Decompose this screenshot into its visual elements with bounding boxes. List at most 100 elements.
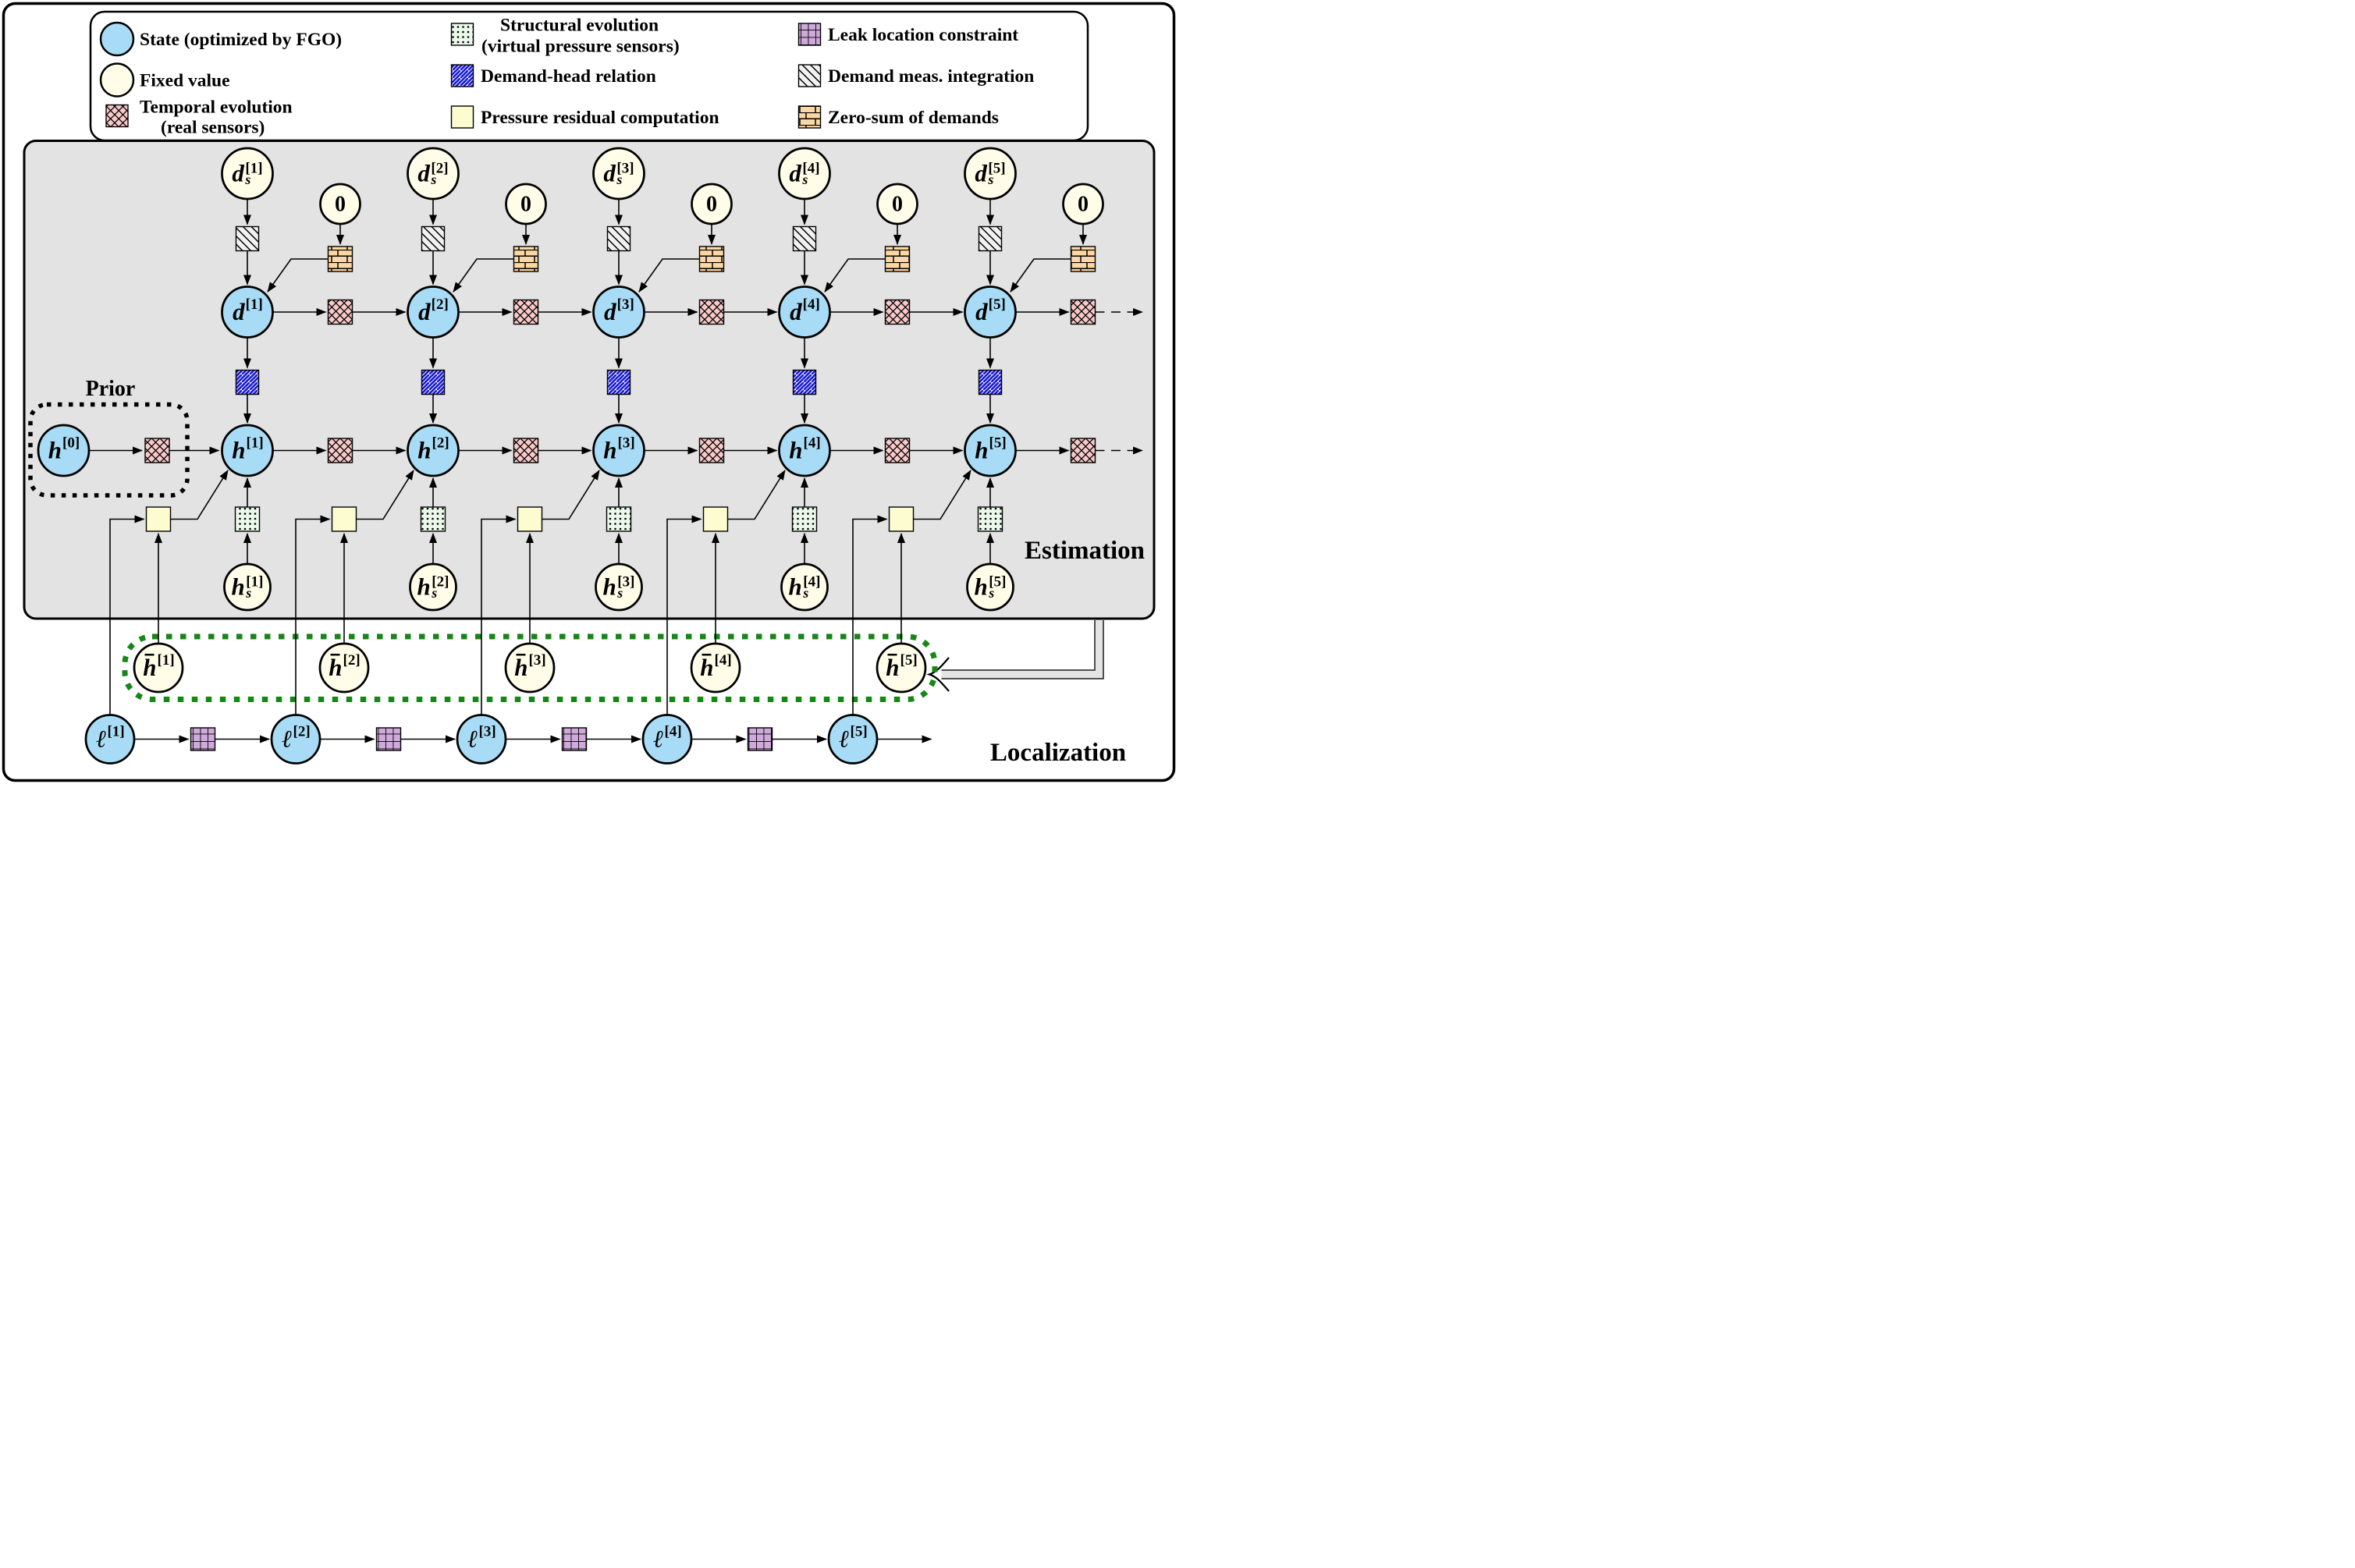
head-state-node bbox=[964, 424, 1017, 477]
temporal-evolution-factor bbox=[698, 299, 725, 325]
nominal-head-box bbox=[122, 633, 938, 702]
leak-state-node bbox=[456, 714, 507, 764]
head-state-node bbox=[221, 424, 274, 477]
head-state-node bbox=[778, 424, 831, 477]
legend: State (optimized by FGO) Fixed value Tem… bbox=[89, 10, 1089, 142]
structural-evolution-factor bbox=[606, 506, 632, 532]
temporal-evolution-factor bbox=[144, 438, 170, 463]
leak-location-factor bbox=[190, 727, 216, 751]
legend-label: (real sensors) bbox=[161, 118, 265, 138]
nominal-head-node bbox=[318, 642, 370, 694]
structural-evolution-factor bbox=[977, 506, 1003, 532]
demand-state-node bbox=[778, 286, 831, 339]
leak-state-node bbox=[641, 714, 693, 764]
leak-location-factor bbox=[375, 727, 402, 751]
open-arrowhead-icon bbox=[926, 657, 950, 692]
legend-label: Temporal evolution bbox=[140, 98, 293, 118]
pressure-residual-factor bbox=[517, 506, 543, 532]
zero-node bbox=[876, 183, 918, 225]
zero-sum-to-demand-edge bbox=[824, 258, 886, 293]
leak-state-node bbox=[270, 714, 321, 764]
demand-state-node bbox=[221, 286, 274, 339]
zero-sum-icon bbox=[797, 105, 822, 129]
leak-to-residual-edge bbox=[295, 515, 331, 715]
demand-meas-integration-factor bbox=[421, 225, 446, 252]
temporal-evolution-factor bbox=[1070, 299, 1096, 325]
prior-label: Prior bbox=[86, 377, 136, 401]
pressure-residual-icon bbox=[450, 105, 474, 129]
zero-sum-factor bbox=[698, 246, 725, 272]
legend-label: Demand-head relation bbox=[481, 66, 656, 87]
legend-label: State (optimized by FGO) bbox=[140, 30, 342, 50]
legend-label: (virtual pressure sensors) bbox=[481, 37, 680, 57]
demand-state-node bbox=[964, 286, 1017, 339]
head-prior-node bbox=[37, 424, 91, 477]
residual-to-head-edge bbox=[356, 470, 414, 520]
demand-sensor-node bbox=[964, 147, 1017, 200]
legend-label: Pressure residual computation bbox=[481, 108, 719, 128]
nominal-head-node bbox=[133, 642, 184, 694]
temporal-evolution-factor bbox=[1070, 438, 1096, 463]
zero-node bbox=[319, 183, 361, 225]
head-sensor-node bbox=[409, 562, 457, 612]
demand-head-relation-factor bbox=[235, 369, 260, 396]
fixed-value-circle-icon bbox=[99, 62, 135, 98]
temporal-evolution-factor bbox=[513, 438, 539, 463]
demand-state-node bbox=[592, 286, 645, 339]
leak-location-factor bbox=[561, 727, 588, 751]
demand-sensor-node bbox=[221, 147, 274, 200]
nominal-head-node bbox=[876, 642, 927, 694]
pressure-residual-factor bbox=[702, 506, 729, 532]
estimation-to-nominal-arrow bbox=[926, 619, 1104, 692]
zero-sum-factor bbox=[327, 246, 353, 272]
leak-state-node bbox=[84, 714, 136, 764]
residual-to-head-edge bbox=[542, 470, 600, 520]
estimation-label: Estimation bbox=[1025, 537, 1145, 565]
temporal-evolution-factor bbox=[884, 438, 911, 463]
zero-sum-factor bbox=[513, 246, 539, 272]
pressure-residual-factor bbox=[331, 506, 357, 532]
demand-sensor-node bbox=[407, 147, 460, 200]
demand-meas-integration-factor bbox=[978, 225, 1003, 252]
head-sensor-node bbox=[223, 562, 272, 612]
leak-to-residual-edge bbox=[109, 515, 145, 715]
demand-sensor-node bbox=[778, 147, 831, 200]
zero-sum-factor bbox=[884, 246, 911, 272]
demand-meas-integration-factor bbox=[606, 225, 631, 252]
legend-label: Structural evolution bbox=[500, 16, 659, 36]
demand-head-relation-factor bbox=[421, 369, 446, 396]
nominal-head-node bbox=[504, 642, 556, 694]
leak-to-residual-edge bbox=[666, 515, 702, 715]
legend-label: Demand meas. integration bbox=[828, 66, 1034, 87]
zero-node bbox=[1062, 183, 1104, 225]
head-sensor-node bbox=[595, 562, 643, 612]
structural-evolution-factor bbox=[234, 506, 261, 532]
leak-to-residual-edge bbox=[481, 515, 517, 715]
legend-label: Leak location constraint bbox=[828, 25, 1018, 45]
leak-location-factor bbox=[747, 727, 773, 751]
zero-sum-to-demand-edge bbox=[1010, 258, 1071, 293]
legend-label: Fixed value bbox=[140, 71, 230, 91]
zero-sum-to-demand-edge bbox=[267, 258, 329, 293]
zero-sum-to-demand-edge bbox=[638, 258, 700, 293]
leak-to-residual-edge bbox=[852, 515, 888, 715]
factor-graph-figure: Prior Estimation Localization State (opt… bbox=[2, 2, 1176, 782]
residual-to-head-edge bbox=[170, 470, 229, 520]
zero-sum-factor bbox=[1070, 246, 1096, 272]
residual-to-head-edge bbox=[727, 470, 786, 520]
zero-node bbox=[691, 183, 733, 225]
demand-state-node bbox=[407, 286, 460, 339]
temporal-evolution-factor bbox=[884, 299, 911, 325]
pressure-residual-factor bbox=[888, 506, 915, 532]
nominal-head-node bbox=[690, 642, 741, 694]
demand-sensor-node bbox=[592, 147, 645, 200]
head-state-node bbox=[592, 424, 645, 477]
state-circle-icon bbox=[99, 21, 135, 57]
structural-evolution-factor bbox=[791, 506, 818, 532]
structural-evolution-icon bbox=[450, 23, 474, 46]
factor-graph-page: Prior Estimation Localization State (opt… bbox=[0, 0, 1178, 784]
legend-box bbox=[89, 10, 1089, 142]
leak-state-node bbox=[827, 714, 879, 764]
demand-meas-integration-factor bbox=[235, 225, 260, 252]
residual-to-head-edge bbox=[913, 470, 971, 520]
